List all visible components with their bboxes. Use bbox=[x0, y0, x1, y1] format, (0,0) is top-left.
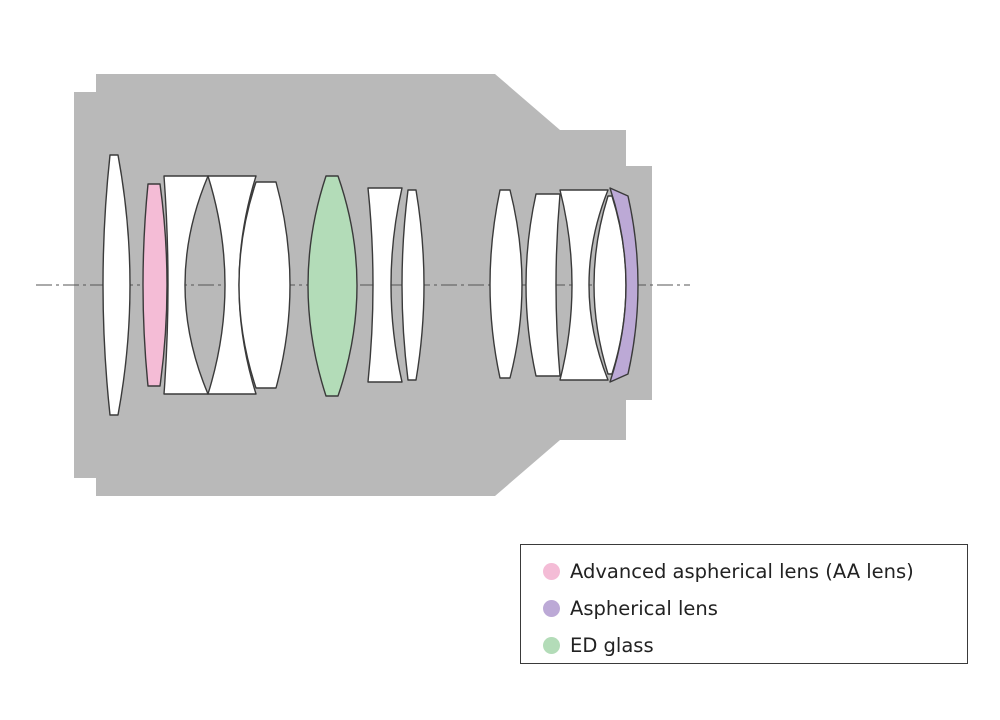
lens-element-9 bbox=[489, 189, 523, 379]
lens-element-6-ed bbox=[307, 175, 358, 397]
aa-lens-swatch bbox=[543, 563, 560, 580]
lens-element-11 bbox=[559, 189, 609, 381]
lens-construction-diagram bbox=[36, 74, 690, 496]
legend-box: Advanced aspherical lens (AA lens) Asphe… bbox=[520, 544, 968, 664]
ed-glass-swatch bbox=[543, 637, 560, 654]
lens-element-7 bbox=[367, 187, 403, 383]
aspherical-lens-swatch bbox=[543, 600, 560, 617]
lens-element-8 bbox=[401, 189, 425, 381]
legend-item-aspherical-lens: Aspherical lens bbox=[521, 590, 967, 627]
lens-element-2-aa bbox=[142, 183, 168, 387]
lens-element-13-aspherical bbox=[609, 187, 639, 383]
legend-label: Advanced aspherical lens (AA lens) bbox=[570, 560, 914, 583]
legend-item-ed-glass: ED glass bbox=[521, 627, 967, 664]
lens-element-10 bbox=[525, 193, 561, 377]
lens-element-5 bbox=[238, 181, 291, 389]
legend-label: Aspherical lens bbox=[570, 597, 718, 620]
legend-label: ED glass bbox=[570, 634, 654, 657]
lens-element-1 bbox=[102, 154, 131, 416]
legend-item-aa-lens: Advanced aspherical lens (AA lens) bbox=[521, 553, 967, 590]
lens-elements bbox=[102, 154, 639, 416]
